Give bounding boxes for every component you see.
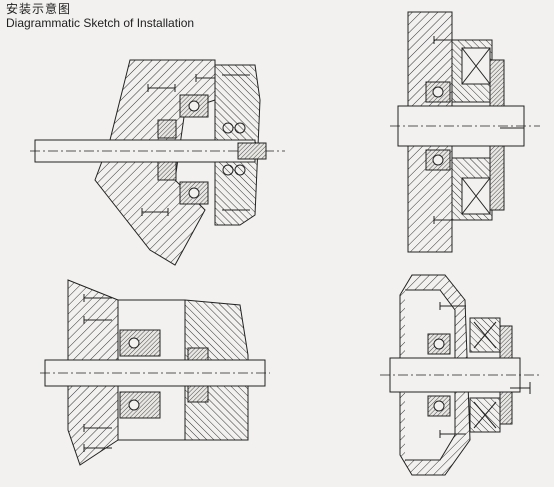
title-block: 安装示意图 Diagrammatic Sketch of Installatio… [6,2,194,31]
figure-flange-wall-mounted-clutch [390,11,540,253]
figure-housing-enclosed-clutch [40,279,270,466]
figure-pulley-mounted-clutch [30,59,285,266]
title-english: Diagrammatic Sketch of Installation [6,16,195,30]
title-chinese: 安装示意图 [6,2,72,16]
figure-cover-flange-clutch [380,274,540,476]
